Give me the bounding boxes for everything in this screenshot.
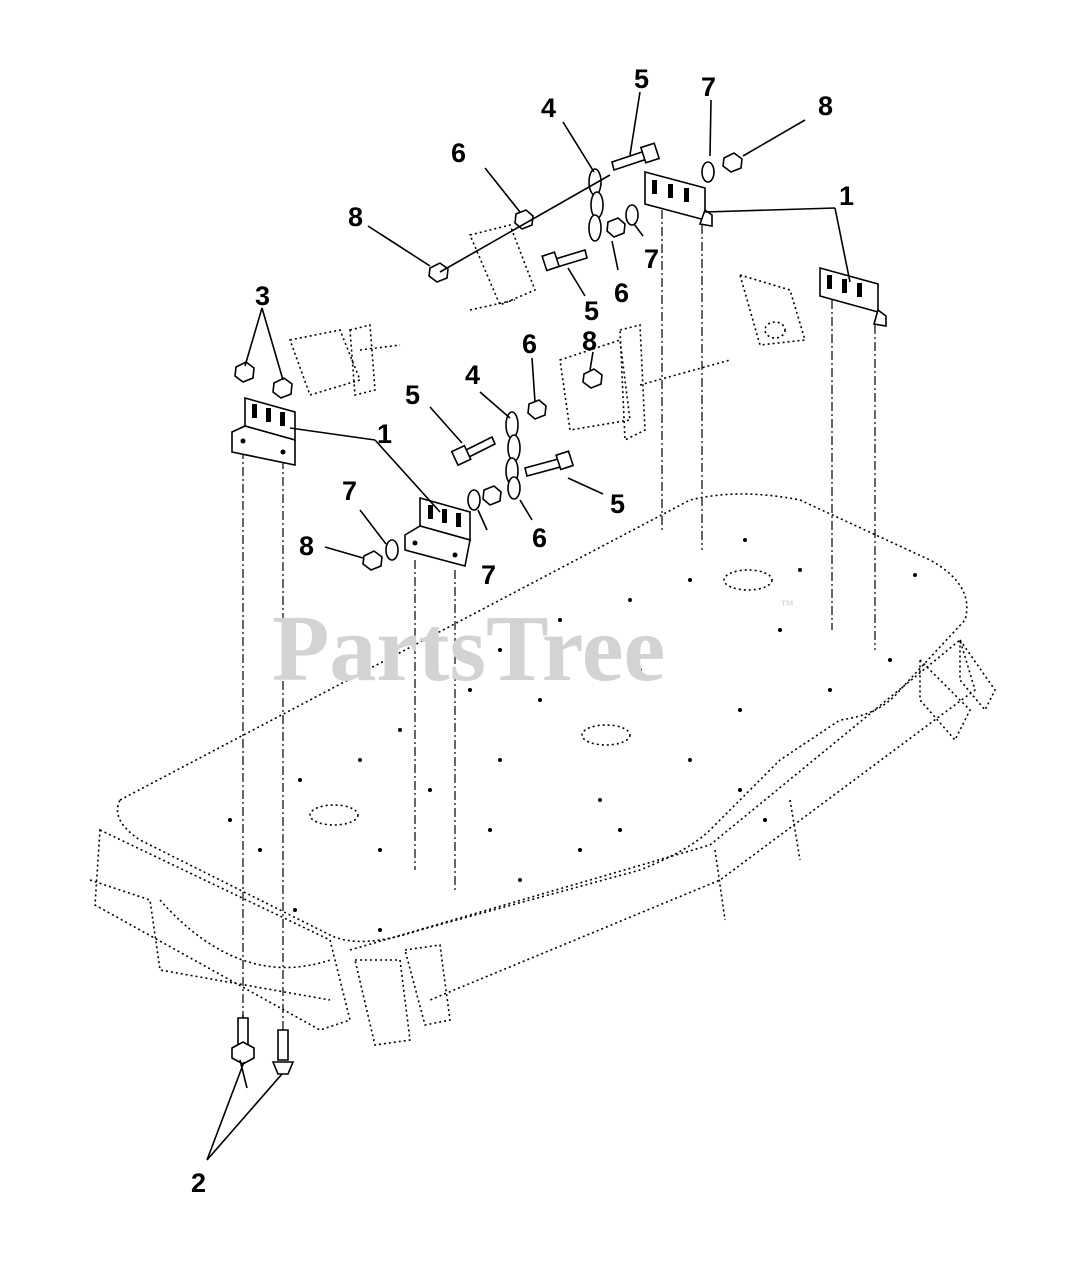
- callout-4-front: 4: [465, 360, 480, 390]
- callout-8-d: 8: [299, 531, 314, 561]
- callout-3: 3: [255, 281, 270, 311]
- callout-5-a: 5: [634, 64, 649, 94]
- front-chain: [505, 411, 521, 500]
- rear-left-bracket: [644, 170, 713, 227]
- alignment-lines: [242, 210, 876, 1035]
- callout-8-c: 8: [582, 326, 597, 356]
- deck-holes: [228, 538, 917, 932]
- nuts-and-washers: [234, 152, 743, 571]
- bolts: [450, 142, 661, 477]
- callout-1-front: 1: [377, 419, 392, 449]
- callout-7-a: 7: [701, 72, 716, 102]
- watermark-trademark: ™: [780, 597, 794, 613]
- callout-6-d: 6: [532, 523, 547, 553]
- callout-5-c: 5: [405, 380, 420, 410]
- rear-right-bracket: [819, 266, 887, 327]
- front-right-bracket: [404, 496, 471, 567]
- callout-2: 2: [191, 1168, 206, 1198]
- deck-hanger-assemblies: [288, 224, 807, 442]
- callout-6-a: 6: [451, 138, 466, 168]
- mower-deck: [89, 493, 996, 1046]
- bottom-screws: [231, 1015, 295, 1075]
- watermark-text: PartsTree: [272, 597, 665, 701]
- callout-5-b: 5: [584, 296, 599, 326]
- callout-8-a: 8: [818, 91, 833, 121]
- callout-6-c: 6: [522, 329, 537, 359]
- callout-4-rear: 4: [541, 93, 556, 123]
- callout-6-b: 6: [614, 278, 629, 308]
- callout-1-rear: 1: [839, 181, 854, 211]
- callout-7-b: 7: [644, 244, 659, 274]
- callout-7-c: 7: [342, 476, 357, 506]
- callout-5-d: 5: [610, 489, 625, 519]
- front-left-bracket: [231, 396, 296, 466]
- rear-chain: [588, 168, 604, 242]
- callout-7-d: 7: [481, 560, 496, 590]
- callout-8-b: 8: [348, 202, 363, 232]
- leader-lines: [206, 91, 851, 1161]
